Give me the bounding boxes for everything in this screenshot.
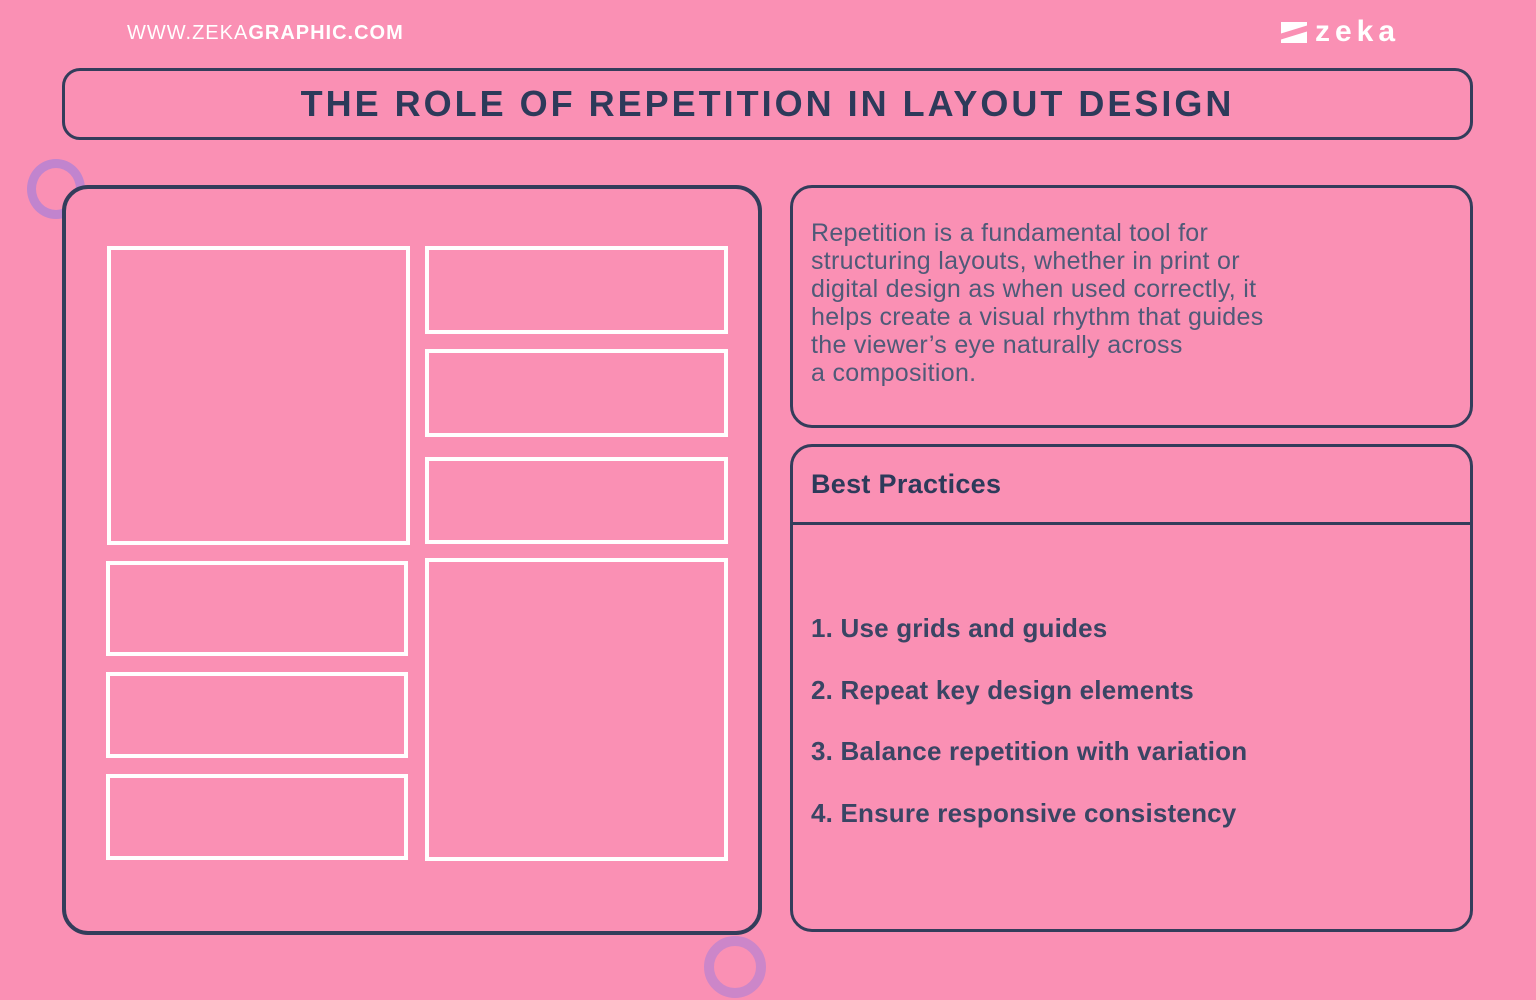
wireframe-block-left-2	[106, 672, 408, 758]
zeka-logo: zeka	[1281, 17, 1400, 47]
best-practices-header: Best Practices	[793, 447, 1470, 525]
best-practices-item-3: 3. Balance repetition with variation	[811, 736, 1248, 767]
best-practices-heading: Best Practices	[811, 469, 1002, 499]
wireframe-block-right-1	[425, 246, 728, 334]
best-practices-panel: Best Practices 1. Use grids and guides 2…	[790, 444, 1473, 932]
zeka-z-flag-icon	[1281, 21, 1307, 43]
layout-wireframe-panel	[62, 185, 762, 935]
decor-circle-bottom	[704, 936, 766, 998]
site-url: WWW.ZEKAGRAPHIC.COM	[127, 22, 404, 45]
wireframe-block-right-3	[425, 457, 728, 544]
wireframe-block-large-right	[425, 558, 728, 861]
best-practices-item-1: 1. Use grids and guides	[811, 613, 1108, 643]
best-practices-item-4: 4. Ensure responsive consistency	[811, 797, 1237, 828]
site-url-bold-part: GRAPHIC.COM	[248, 22, 404, 44]
intro-paragraph: Repetition is a fundamental tool for str…	[811, 219, 1264, 387]
wireframe-block-large-left	[107, 246, 410, 545]
site-url-regular-part: WWW.ZEKA	[127, 22, 249, 44]
page-title: THE ROLE OF REPETITION IN LAYOUT DESIGN	[300, 83, 1235, 124]
wireframe-block-left-3	[106, 774, 408, 860]
intro-panel: Repetition is a fundamental tool for str…	[790, 185, 1473, 428]
wireframe-block-right-2	[425, 349, 728, 437]
best-practices-item-2: 2. Repeat key design elements	[811, 674, 1194, 705]
title-banner: THE ROLE OF REPETITION IN LAYOUT DESIGN	[62, 68, 1473, 140]
best-practices-list: 1. Use grids and guides 2. Repeat key de…	[793, 525, 1470, 827]
wireframe-block-left-1	[106, 561, 408, 656]
logo-wordmark: zeka	[1315, 15, 1401, 48]
